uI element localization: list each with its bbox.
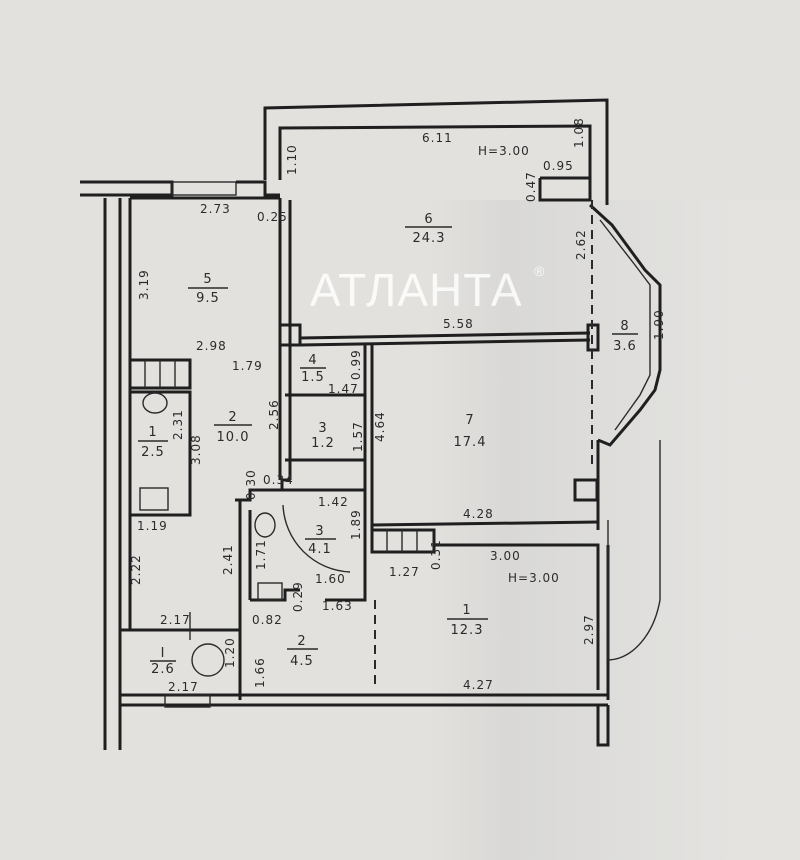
svg-text:1.90: 1.90 — [652, 309, 666, 340]
svg-text:2: 2 — [228, 410, 237, 425]
svg-text:17.4: 17.4 — [454, 435, 487, 450]
svg-text:3: 3 — [318, 421, 327, 436]
svg-text:1.79: 1.79 — [232, 359, 263, 373]
room-3-label: 31.2 — [311, 421, 335, 451]
room-labels: 59.5 624.3 210.0 12.5 41.5 31.2 717.4 83… — [138, 144, 638, 677]
svg-text:АТЛАНТА: АТЛАНТА — [310, 264, 523, 316]
lower-room-2-label: 24.5 — [287, 634, 318, 669]
svg-text:1.89: 1.89 — [349, 509, 363, 540]
svg-text:2.17: 2.17 — [160, 613, 191, 627]
room-2-label: 210.0 — [214, 410, 252, 445]
svg-text:2: 2 — [297, 634, 306, 649]
room-4-label: 41.5 — [300, 353, 326, 385]
svg-text:3.6: 3.6 — [613, 339, 637, 354]
svg-text:3.00: 3.00 — [490, 549, 521, 563]
atlanta-watermark-logo: АТЛАНТА ® — [310, 263, 545, 316]
svg-text:0.99: 0.99 — [349, 349, 363, 380]
room-7-label: 717.4 — [454, 413, 487, 450]
svg-text:4.64: 4.64 — [373, 411, 387, 442]
walls — [80, 98, 662, 750]
svg-text:3.19: 3.19 — [137, 269, 151, 300]
svg-text:0.47: 0.47 — [524, 171, 538, 202]
svg-text:0.82: 0.82 — [252, 613, 283, 627]
svg-text:5: 5 — [203, 272, 212, 287]
svg-text:1.71: 1.71 — [254, 539, 268, 570]
svg-text:3.08: 3.08 — [189, 434, 203, 465]
svg-text:0.95: 0.95 — [543, 159, 574, 173]
lower-room-1-label: 112.3 — [447, 603, 488, 638]
svg-text:1: 1 — [462, 603, 471, 618]
svg-text:1.63: 1.63 — [322, 599, 353, 613]
svg-text:4.27: 4.27 — [463, 678, 494, 692]
svg-text:9.5: 9.5 — [196, 291, 220, 306]
svg-text:2.22: 2.22 — [129, 554, 143, 585]
svg-text:®: ® — [534, 263, 545, 279]
svg-text:24.3: 24.3 — [413, 231, 446, 246]
svg-text:1.19: 1.19 — [137, 519, 168, 533]
svg-text:1.66: 1.66 — [253, 657, 267, 688]
svg-text:1.57: 1.57 — [351, 421, 365, 452]
svg-text:2.98: 2.98 — [196, 339, 227, 353]
svg-text:0.30: 0.30 — [244, 469, 258, 500]
svg-text:2.41: 2.41 — [221, 544, 235, 575]
svg-text:I: I — [161, 646, 166, 661]
svg-text:2.5: 2.5 — [141, 445, 165, 460]
svg-text:2.17: 2.17 — [168, 680, 199, 694]
ceiling-height-lower: H=3.00 — [508, 571, 560, 585]
svg-text:10.0: 10.0 — [217, 430, 250, 445]
svg-text:1.2: 1.2 — [311, 436, 335, 451]
svg-text:3: 3 — [315, 524, 324, 539]
svg-text:8: 8 — [620, 319, 629, 334]
svg-text:4.5: 4.5 — [290, 654, 314, 669]
svg-text:1.27: 1.27 — [389, 565, 420, 579]
svg-text:1.47: 1.47 — [328, 382, 359, 396]
svg-text:2.6: 2.6 — [151, 662, 175, 677]
svg-text:6: 6 — [424, 212, 433, 227]
svg-text:1.20: 1.20 — [223, 637, 237, 668]
svg-text:1.08: 1.08 — [572, 117, 586, 148]
svg-text:6.11: 6.11 — [422, 131, 453, 145]
svg-text:1: 1 — [148, 425, 157, 440]
svg-text:2.31: 2.31 — [171, 409, 185, 440]
svg-text:0.34: 0.34 — [263, 473, 294, 487]
svg-text:12.3: 12.3 — [451, 623, 484, 638]
room-5-label: 59.5 — [188, 272, 228, 306]
svg-text:2.97: 2.97 — [582, 614, 596, 645]
room-6-label: 624.3 — [405, 212, 452, 246]
svg-text:2.73: 2.73 — [200, 202, 231, 216]
svg-text:1.60: 1.60 — [315, 572, 346, 586]
lower-room-3-label: 34.1 — [305, 524, 336, 557]
svg-text:4: 4 — [308, 353, 317, 368]
svg-text:1.10: 1.10 — [285, 144, 299, 175]
svg-text:0.25: 0.25 — [257, 210, 288, 224]
ceiling-height-upper: H=3.00 — [478, 144, 530, 158]
room-1-label: 12.5 — [138, 425, 168, 460]
dimension-labels: 6.11 1.08 0.95 0.47 1.10 2.73 0.25 3.19 … — [129, 117, 666, 694]
lower-room-I-label: I2.6 — [150, 646, 176, 677]
room-8-label: 83.6 — [612, 319, 638, 354]
svg-text:5.58: 5.58 — [443, 317, 474, 331]
svg-text:2.56: 2.56 — [267, 399, 281, 430]
svg-text:1.5: 1.5 — [301, 370, 325, 385]
svg-text:4.1: 4.1 — [308, 542, 332, 557]
svg-text:0.31: 0.31 — [429, 539, 443, 570]
svg-text:7: 7 — [465, 413, 474, 428]
svg-text:0.29: 0.29 — [291, 581, 305, 612]
svg-text:1.42: 1.42 — [318, 495, 349, 509]
svg-text:4.28: 4.28 — [463, 507, 494, 521]
svg-text:2.62: 2.62 — [574, 229, 588, 260]
